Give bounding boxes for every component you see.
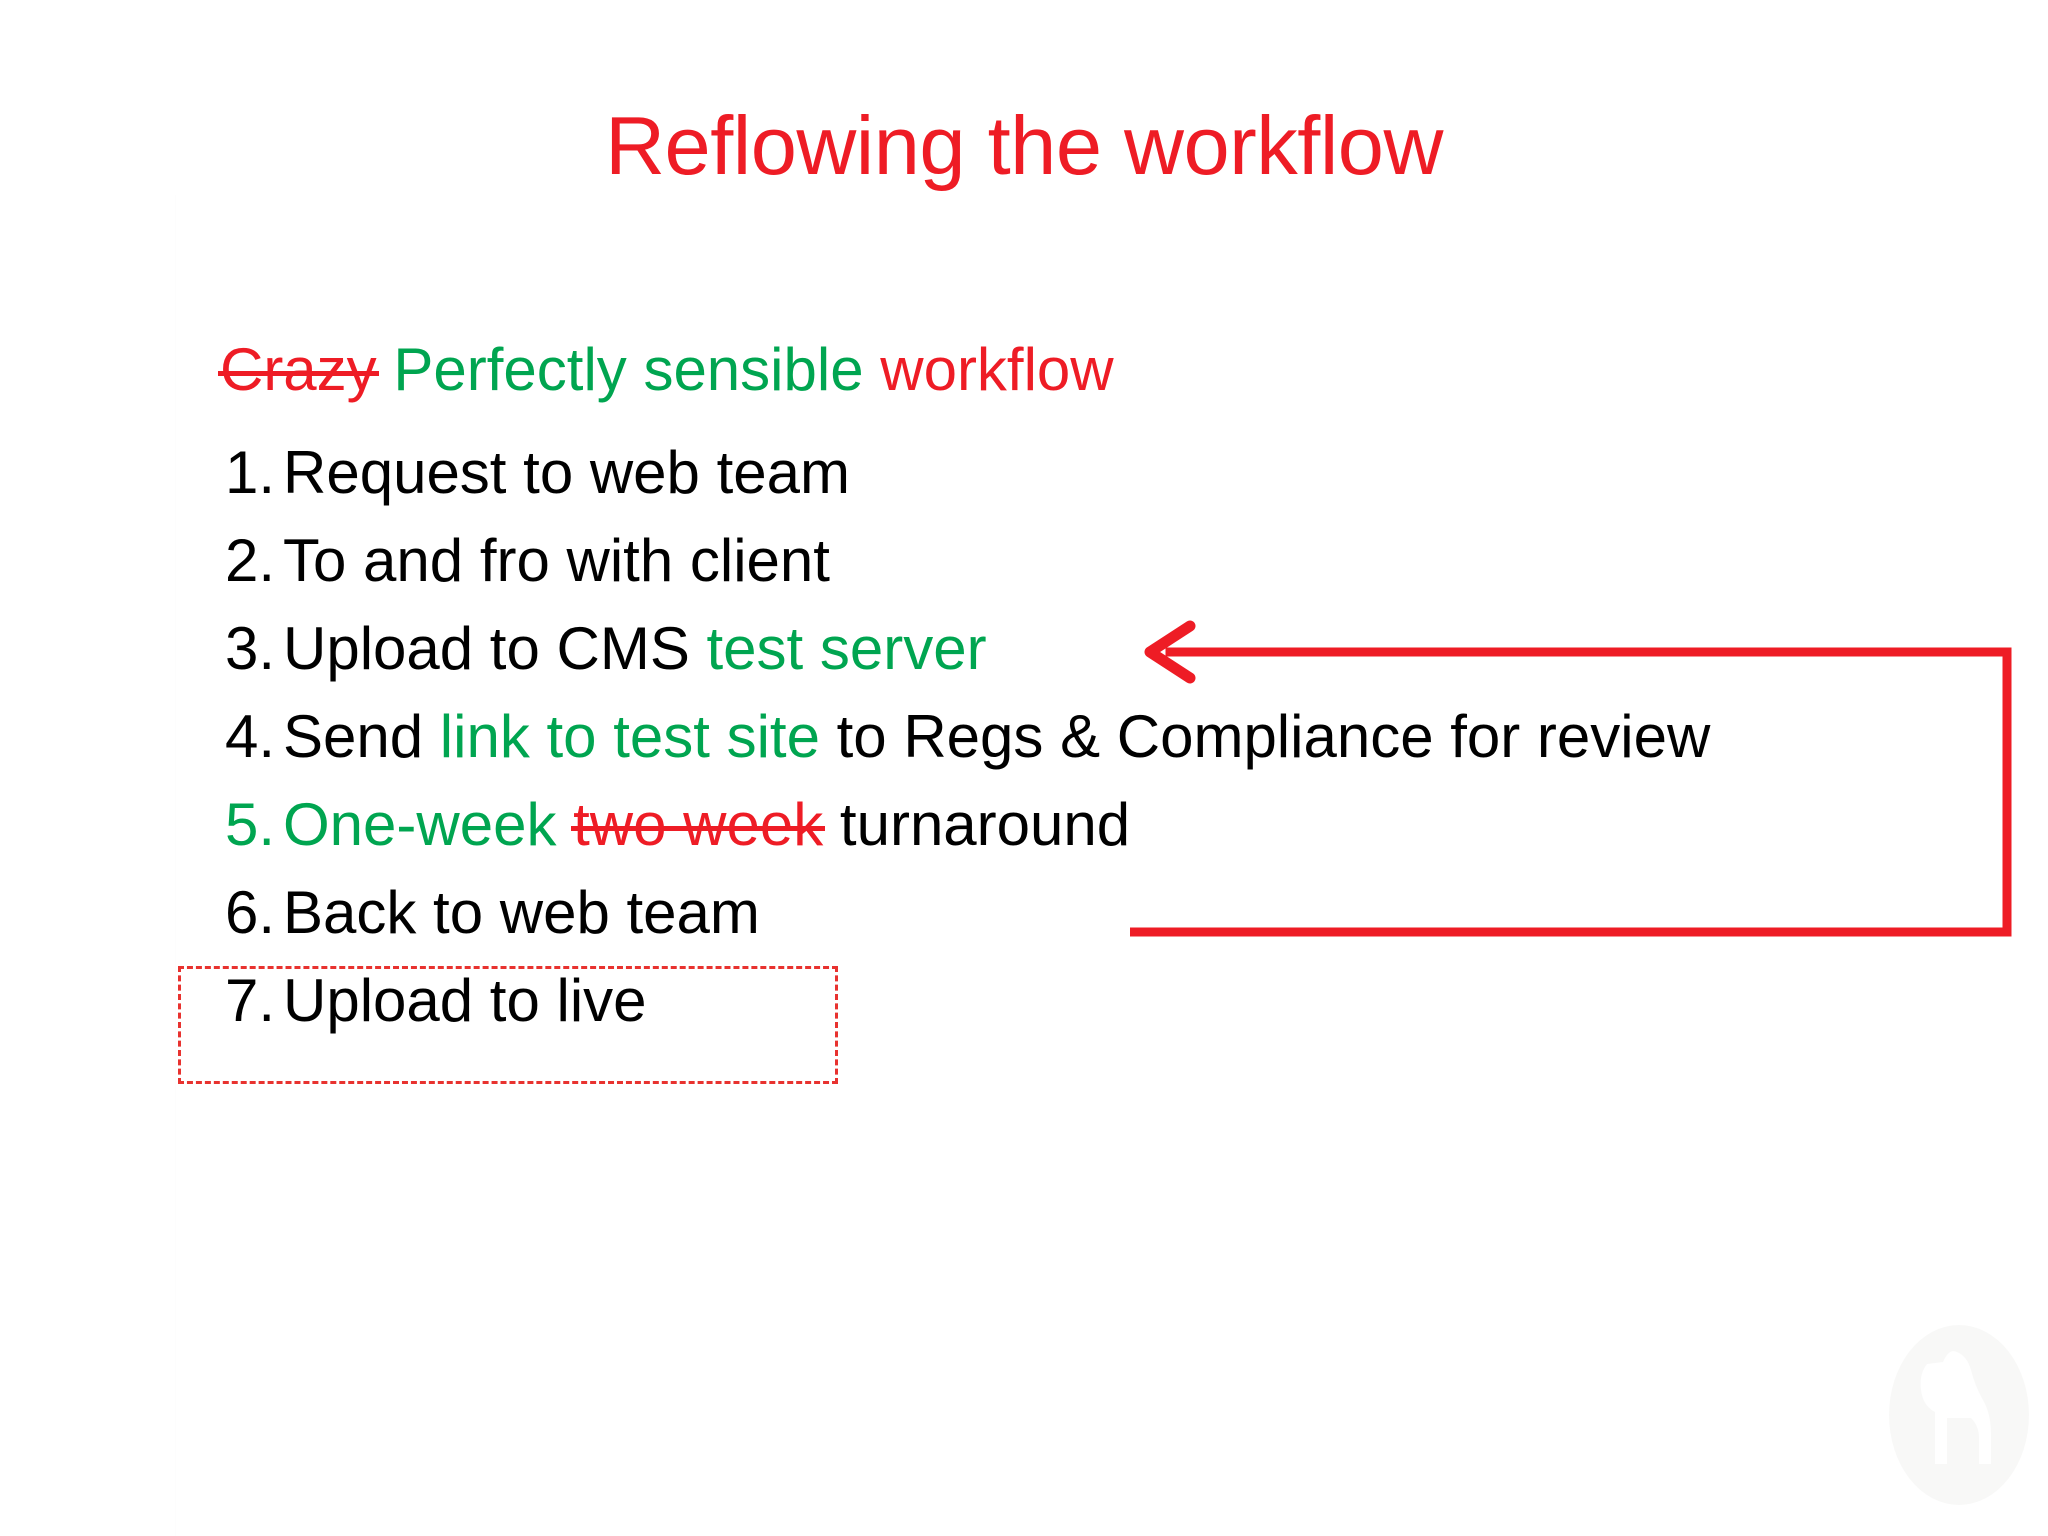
watermark-oval [1889, 1325, 2029, 1505]
list-item: 5.One-week two week turnaround [178, 780, 1130, 870]
list-item-number: 3. [225, 615, 276, 682]
final-step-highlight [178, 966, 838, 1084]
heading-struck-word: Crazy [220, 336, 377, 403]
list-item-number: 2. [225, 527, 276, 594]
heading-replacement-word: Perfectly sensible [393, 336, 864, 403]
list-item-text: Request to web team [283, 439, 850, 506]
list-item: 1.Request to web team [178, 428, 850, 518]
list-item-text: Send [283, 703, 440, 770]
list-item-text-tail: turnaround [823, 791, 1131, 858]
workflow-heading: Crazy Perfectly sensible workflow [220, 340, 1114, 400]
list-item-number: 5. [225, 791, 276, 858]
heading-tail-word: workflow [880, 336, 1114, 403]
list-item-text: Back to web team [283, 879, 760, 946]
list-item-number: 7. [225, 967, 276, 1034]
list-item: 4.Send link to test site to Regs & Compl… [178, 692, 1710, 782]
watermark-horse-icon [1920, 1351, 1991, 1464]
list-item-text-highlight: One-week [283, 791, 574, 858]
list-item: 6.Back to web team [178, 868, 760, 958]
list-item-text-tail: to Regs & Compliance for review [819, 703, 1711, 770]
list-item-number: 4. [225, 703, 276, 770]
list-item-text: Upload to CMS [283, 615, 707, 682]
content-placeholder-edge [175, 195, 176, 1536]
list-item-number: 6. [225, 879, 276, 946]
list-item: 7.Upload to live [178, 956, 647, 1046]
list-item-text-highlight: test server [706, 615, 987, 682]
list-item-text: To and fro with client [283, 527, 830, 594]
list-item-number: 1. [225, 439, 276, 506]
feedback-loop-arrow [1130, 620, 2012, 937]
list-item-text-struck: two week [573, 791, 824, 858]
horse-oval-logo [1889, 1325, 2029, 1505]
list-item-text: Upload to live [283, 967, 647, 1034]
list-item-text-highlight: link to test site [439, 703, 820, 770]
loop-arrow-head-icon [1144, 620, 1196, 684]
page-title: Reflowing the workflow [605, 99, 1443, 192]
list-item: 2.To and fro with client [178, 516, 830, 606]
list-item: 3.Upload to CMS test server [178, 604, 987, 694]
